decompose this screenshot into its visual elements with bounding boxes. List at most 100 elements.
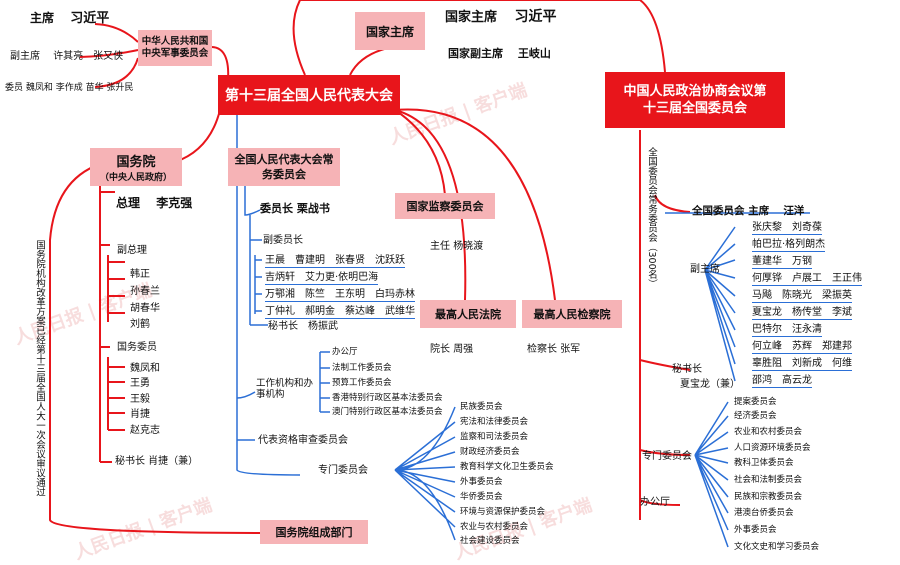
court-box: 最高人民法院 — [420, 300, 516, 328]
npc-vice-row: 万鄂湘 陈竺 王东明 白玛赤林 — [265, 289, 415, 302]
president-name: 习近平 — [514, 9, 557, 25]
court-head: 院长 周强 — [430, 343, 473, 356]
working-body: 澳门特别行政区基本法委员会 — [332, 407, 443, 417]
vice-president: 国家副主席 王岐山 — [448, 47, 551, 60]
court-title: 最高人民法院 — [435, 308, 501, 321]
departments-box: 国务院组成部门 — [260, 520, 368, 544]
supervision-director: 主任 杨晓渡 — [430, 240, 483, 253]
working-body: 预算工作委员会 — [332, 378, 392, 388]
premier: 总理 李克强 — [116, 197, 192, 210]
president-title: 国家主席 — [365, 24, 414, 39]
state-council-subtitle: （中央人民政府） — [99, 173, 172, 183]
cppcc-special-item: 民族和宗教委员会 — [734, 492, 803, 502]
premier-label: 总理 — [116, 196, 141, 210]
procuratorate-title: 最高人民检察院 — [533, 308, 611, 321]
cmc-chair: 主席 习近平 — [30, 11, 110, 26]
councilor-label: 国务委员 — [117, 342, 157, 353]
npc-special-item: 社会建设委员会 — [460, 536, 520, 546]
working-body: 香港特别行政区基本法委员会 — [332, 393, 443, 403]
state-council-box: 国务院 （中央人民政府） — [90, 148, 182, 186]
npc-special-item: 华侨委员会 — [460, 492, 503, 502]
supervision-title: 国家监察委员会 — [406, 200, 484, 213]
procuratorate-head-label: 检察长 — [527, 344, 557, 355]
councilor: 肖捷 — [130, 409, 150, 420]
cppcc-vice-row: 巴特尔 汪永清 — [752, 324, 822, 337]
vice-premier: 孙春兰 — [130, 286, 160, 297]
cppcc-special-item: 人口资源环境委员会 — [734, 443, 811, 453]
working-bodies-label: 工作机构和办事机构 — [256, 378, 314, 400]
cppcc-title: 中国人民政治协商会议第十三届全国委员会 — [623, 84, 767, 116]
npc-special-item: 环境与资源保护委员会 — [460, 507, 546, 517]
state-council-secretary: 秘书长 肖捷（兼） — [115, 456, 199, 467]
cppcc-special-label: 专门委员会 — [642, 451, 692, 462]
councilor: 王毅 — [130, 394, 150, 405]
court-head-name: 周强 — [453, 344, 474, 355]
premier-name: 李克强 — [156, 196, 193, 210]
cppcc-special-item: 港澳台侨委员会 — [734, 508, 794, 518]
cppcc-standing-vertical: 全国委员会常务委员会（300名） — [646, 147, 657, 289]
npc-special-item: 监察和司法委员会 — [460, 432, 529, 442]
cppcc-special-item: 教科卫体委员会 — [734, 458, 794, 468]
cppcc-special-item: 外事委员会 — [734, 525, 777, 535]
cppcc-special-item: 经济委员会 — [734, 411, 777, 421]
cppcc-office: 办公厅 — [640, 497, 670, 508]
npc-special-item: 财政经济委员会 — [460, 447, 520, 457]
npc-chair-label: 委员长 — [260, 202, 293, 215]
cppcc-chair: 全国委员会 主席 汪洋 — [692, 205, 804, 218]
cppcc-vice-label: 副主席 — [690, 264, 720, 275]
cppcc-secretary: 夏宝龙（兼） — [680, 379, 740, 390]
npc-chair-name: 栗战书 — [296, 202, 330, 215]
president-box: 国家主席 — [355, 12, 425, 50]
cppcc-vice-row: 张庆黎 刘奇葆 — [752, 222, 822, 235]
cmc-box: 中华人民共和国中央军事委员会 — [138, 30, 212, 66]
cmc-vice-label: 副主席 — [10, 51, 40, 62]
working-body: 法制工作委员会 — [332, 363, 392, 373]
npc-special-item: 民族委员会 — [460, 402, 503, 412]
cppcc-box: 中国人民政治协商会议第十三届全国委员会 — [605, 72, 785, 128]
vice-premier: 韩正 — [130, 269, 150, 280]
npc-special-item: 宪法和法律委员会 — [460, 417, 529, 427]
npc-secretary: 秘书长 杨振武 — [268, 321, 338, 332]
procuratorate-head-name: 张军 — [560, 344, 581, 355]
working-body: 办公厅 — [332, 347, 358, 357]
cppcc-special-item: 农业和农村委员会 — [734, 427, 803, 437]
president-holder: 国家主席 习近平 — [445, 9, 557, 25]
npc-standing-box: 全国人民代表大会常务委员会 — [228, 148, 340, 186]
cmc-chair-label: 主席 — [30, 11, 55, 25]
cppcc-vice-row: 何厚铧 卢展工 王正伟 — [752, 273, 862, 286]
npc-title: 第十三届全国人民代表大会 — [225, 88, 393, 104]
npc-special-item: 农业与农村委员会 — [460, 522, 529, 532]
vice-premier: 胡春华 — [130, 303, 160, 314]
cppcc-vice-row: 夏宝龙 杨传堂 李斌 — [752, 307, 852, 320]
npc-vice-row: 吉炳轩 艾力更·依明巴海 — [265, 272, 379, 285]
npc-special-item: 外事委员会 — [460, 477, 503, 487]
court-head-label: 院长 — [430, 344, 450, 355]
cmc-members-label: 委员 — [5, 83, 24, 93]
councilor: 王勇 — [130, 378, 150, 389]
cmc-members-names: 魏凤和 李作成 苗华 张升民 — [25, 83, 134, 93]
cppcc-vice-row: 辜胜阻 刘新成 何维 — [752, 358, 852, 371]
npc-special-label: 专门委员会 — [318, 465, 368, 476]
npc-chair: 委员长 栗战书 — [260, 202, 330, 215]
npc-standing-title: 全国人民代表大会常务委员会 — [234, 153, 334, 181]
cppcc-special-item: 社会和法制委员会 — [734, 475, 803, 485]
supervision-director-name: 杨晓渡 — [453, 241, 484, 252]
cppcc-vice-row: 何立峰 苏辉 郑建邦 — [752, 341, 852, 354]
supervision-box: 国家监察委员会 — [395, 193, 495, 219]
npc-box: 第十三届全国人民代表大会 — [218, 75, 400, 115]
procuratorate-box: 最高人民检察院 — [522, 300, 622, 328]
councilor: 魏凤和 — [130, 363, 160, 374]
cppcc-chair-label: 全国委员会 主席 — [692, 205, 770, 217]
cppcc-vice-row: 帕巴拉·格列朗杰 — [752, 239, 826, 252]
cppcc-vice-row: 董建华 万钢 — [752, 256, 812, 269]
cppcc-special-item: 提案委员会 — [734, 397, 777, 407]
vice-president-name: 王岐山 — [517, 47, 551, 60]
credentials-committee: 代表资格审查委员会 — [258, 435, 348, 446]
npc-vice-label: 副委员长 — [263, 235, 303, 246]
vice-premier-label: 副总理 — [117, 245, 147, 256]
cppcc-vice-row: 邵鸿 高云龙 — [752, 375, 812, 388]
cmc-members: 委员 魏凤和 李作成 苗华 张升民 — [5, 82, 133, 95]
cmc-chair-name: 习近平 — [70, 11, 110, 26]
state-council-title: 国务院 — [116, 155, 156, 170]
cmc-title: 中华人民共和国中央军事委员会 — [141, 36, 209, 59]
